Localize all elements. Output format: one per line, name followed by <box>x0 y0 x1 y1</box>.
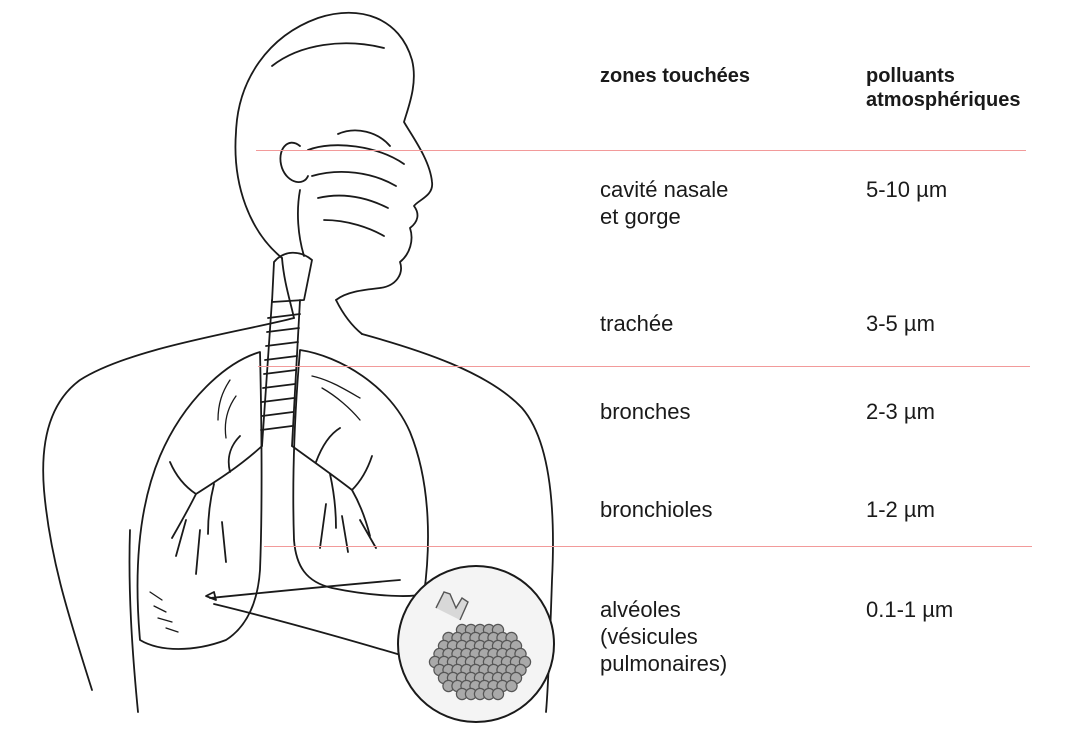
alveoli-magnifier-icon <box>386 554 566 734</box>
size-alveoli: 0.1-1 µm <box>866 596 953 623</box>
lung-left <box>137 352 261 649</box>
alveolus <box>492 688 503 699</box>
size-trachea: 3-5 µm <box>866 310 935 337</box>
zone-bronchi: bronches <box>600 398 691 425</box>
size-bronchi: 2-3 µm <box>866 398 935 425</box>
size-bronchioles: 1-2 µm <box>866 496 935 523</box>
size-nasal-cavity: 5-10 µm <box>866 176 947 203</box>
zone-bronchioles: bronchioles <box>600 496 713 523</box>
guide-line-upper-airways <box>256 150 1026 151</box>
zones-header: zones touchées <box>600 64 750 88</box>
guide-line-bronchioles <box>264 546 1032 547</box>
zone-alveoli: alvéoles (vésicules pulmonaires) <box>600 596 727 677</box>
respiratory-pollutant-diagram: zones touchées polluants atmosphériques … <box>0 0 1078 718</box>
torso-outline <box>43 318 294 690</box>
alveolus <box>506 680 517 691</box>
zone-trachea: trachée <box>600 310 673 337</box>
guide-line-trachea <box>258 366 1030 367</box>
bronchi <box>170 436 262 538</box>
magnifier-pointer <box>210 580 400 598</box>
zone-nasal-cavity: cavité nasale et gorge <box>600 176 728 230</box>
pollutants-header: polluants atmosphériques <box>866 64 1020 112</box>
head-outline <box>235 13 432 300</box>
